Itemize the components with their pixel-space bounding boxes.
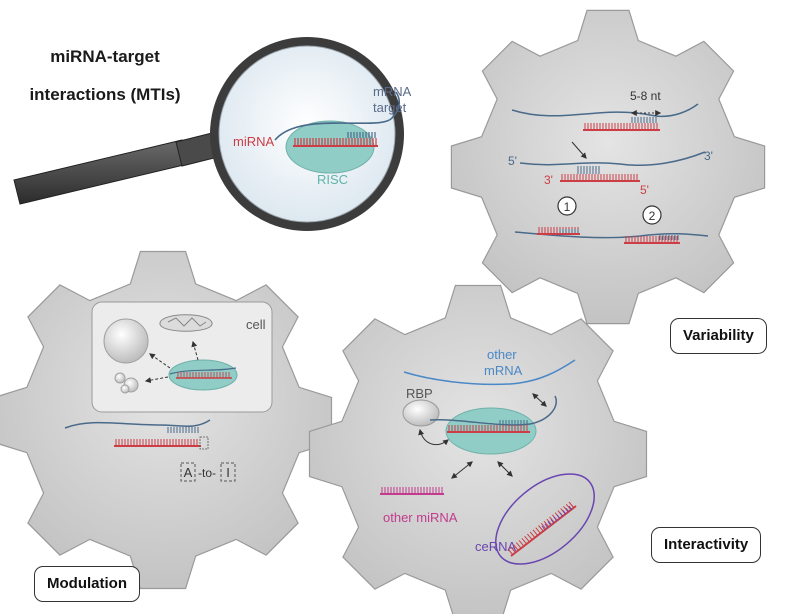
five-prime-top-label: 5' <box>508 154 517 168</box>
mrna-target-label: mRNA <box>373 84 412 99</box>
other-mrna-label: other <box>487 347 517 362</box>
edit-to-label: -to- <box>198 466 216 480</box>
three-prime-top-label: 3' <box>704 149 713 163</box>
modulation-panel: cell A -to- I <box>64 301 273 482</box>
modulation-label-box: Modulation <box>34 566 140 602</box>
other-mrna-strand <box>403 359 576 386</box>
interactivity-label: Interactivity <box>664 536 749 553</box>
small-vesicle-3 <box>120 384 130 394</box>
variability-panel: 5-8 nt 5' 3' 3' 5' 1 2 <box>508 89 713 244</box>
mirna-duplex <box>293 132 378 147</box>
interactivity-label-box: Interactivity <box>651 527 762 563</box>
small-vesicle-2 <box>114 372 126 384</box>
other-mrna-label-2: mRNA <box>484 363 523 378</box>
large-vesicle <box>103 318 149 364</box>
edit-a-box <box>180 462 196 482</box>
figure-title: miRNA-target interactions (MTIs) <box>20 38 190 114</box>
rbp-protein <box>402 399 440 427</box>
cerna-label: ceRNA <box>475 539 517 554</box>
variability-label-box: Variability <box>670 318 767 354</box>
modulation-label: Modulation <box>47 575 127 592</box>
mirna-label: miRNA <box>233 134 274 149</box>
three-prime-mirna-label: 3' <box>544 173 553 187</box>
edit-i-box <box>220 462 236 482</box>
edit-a-label: A <box>184 465 193 480</box>
cerna-circle <box>495 473 595 565</box>
variability-gear <box>450 9 766 325</box>
site-2-circle <box>642 205 662 225</box>
figure-title-line-2: interactions (MTIs) <box>29 85 181 104</box>
site-1-circle <box>557 196 577 216</box>
mrna-target-label-2: target <box>373 100 407 115</box>
edit-site-box <box>199 436 209 450</box>
site-2-label: 2 <box>649 209 656 223</box>
mrna-target-strand <box>274 91 401 141</box>
other-mirna-label: other miRNA <box>383 510 458 525</box>
site-1-label: 1 <box>564 200 571 214</box>
variability-label: Variability <box>683 327 754 344</box>
rbp-label: RBP <box>406 386 433 401</box>
edit-i-label: I <box>226 465 230 480</box>
cell-label: cell <box>246 317 266 332</box>
interactivity-panel: other mRNA RBP other miRNA ceRNA <box>380 347 595 565</box>
spacing-label: 5-8 nt <box>630 89 661 103</box>
cell-risc-complex <box>168 359 238 391</box>
five-prime-mirna-label: 5' <box>640 183 649 197</box>
figure-title-line-1: miRNA-target <box>50 47 160 66</box>
mitochondrion-icon <box>159 314 213 332</box>
risc-label: RISC <box>317 172 348 187</box>
